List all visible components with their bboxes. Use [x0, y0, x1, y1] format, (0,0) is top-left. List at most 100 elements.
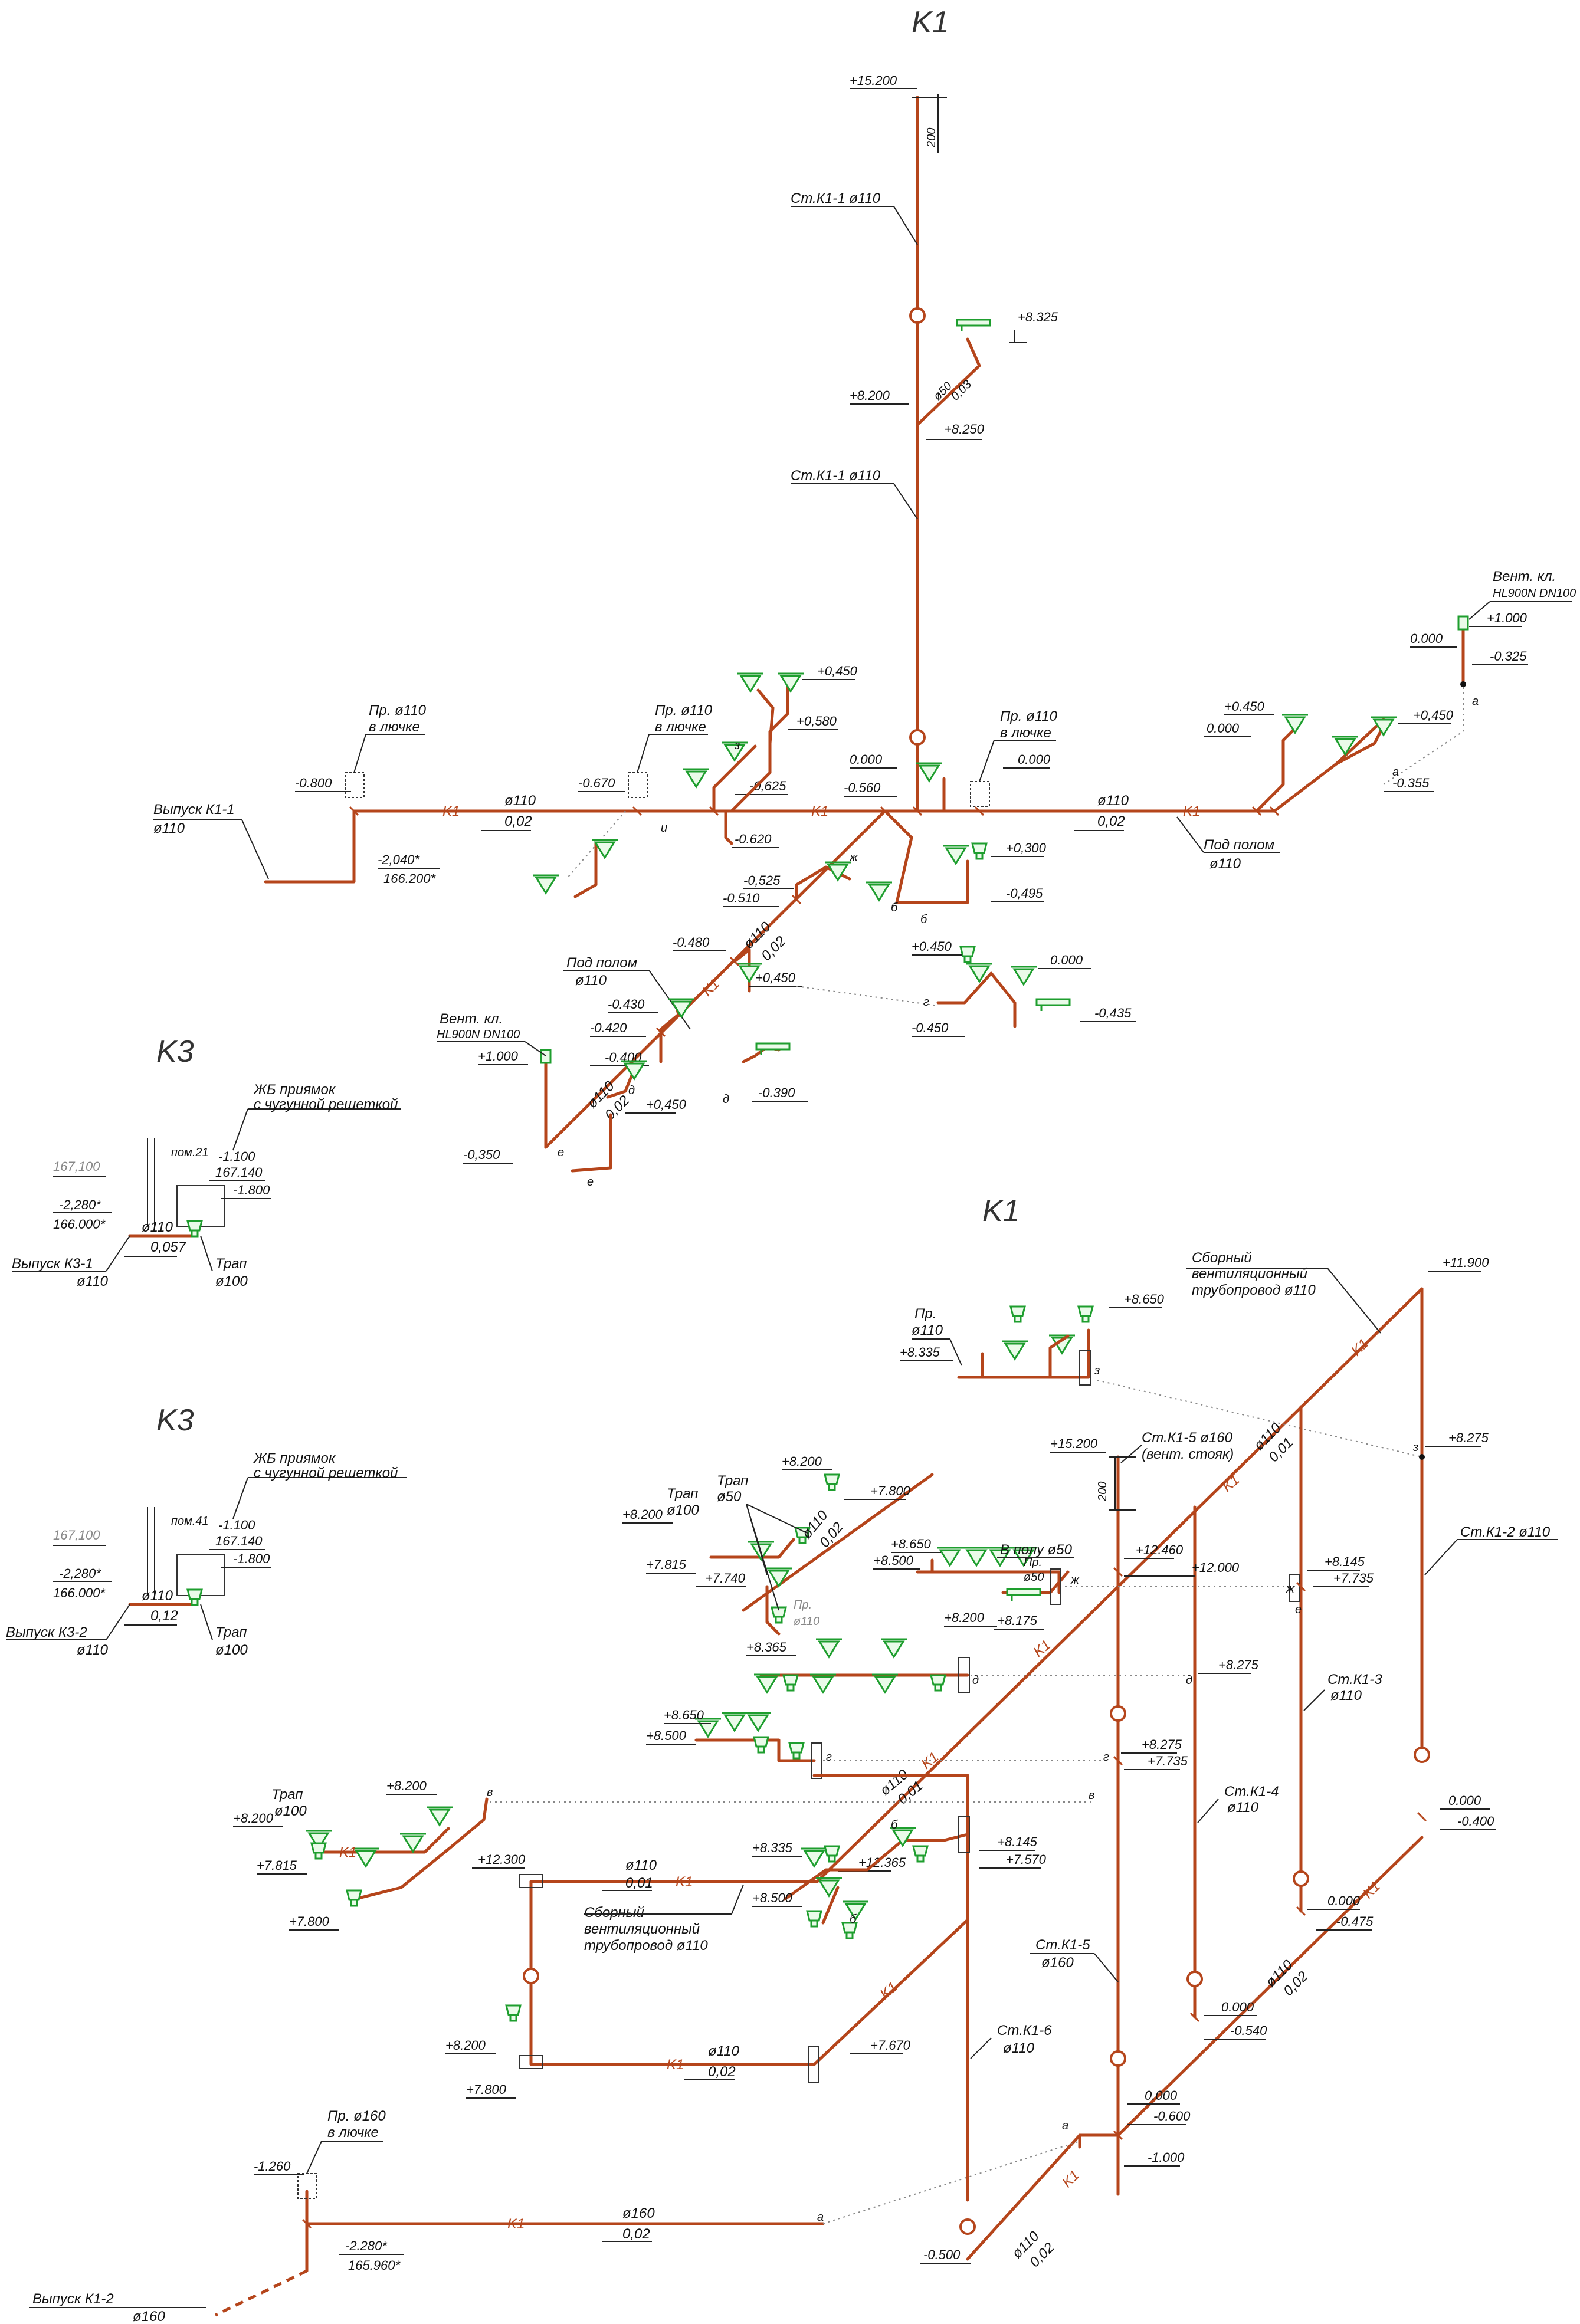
elev-7800-c: +7.800	[466, 2082, 507, 2097]
elev-m0325: -0.325	[1490, 649, 1527, 664]
elev-m0600: -0.600	[1153, 2109, 1191, 2123]
k3b-outlet: Выпуск К3-2	[6, 1624, 87, 1640]
elev-0580: +0,580	[796, 714, 837, 728]
elev-m0480: -0.480	[673, 935, 710, 950]
outlet-k1-1: Выпуск К1-1	[153, 802, 235, 818]
k1-b-e: K1	[339, 1844, 356, 1860]
elev-15200: +15.200	[1050, 1436, 1098, 1451]
k1-b-d: K1	[1220, 1472, 1243, 1495]
elev-0000-d: 0.000	[1410, 631, 1443, 646]
under-floor-a: Под полом	[1204, 837, 1274, 853]
k3a-pit-b: с чугунной решеткой	[254, 1097, 398, 1112]
elev-7740: +7.740	[705, 1571, 746, 1586]
k3b-e167140: 167.140	[215, 1534, 263, 1548]
vent-coll-2c: трубопровод ø110	[584, 1938, 708, 1954]
elev-8650-b: +8.650	[891, 1537, 932, 1551]
mark-a-top-2: а	[1392, 766, 1399, 779]
trap-c-d: ø100	[274, 1803, 307, 1819]
elev-m0500: -0.500	[923, 2247, 961, 2262]
mark-g-bot-2: г	[1103, 1751, 1109, 1764]
elev-12300: +12.300	[478, 1852, 526, 1867]
elev-m1260: -1.260	[254, 2159, 291, 2174]
cleanout-b: Пр.	[1024, 1556, 1042, 1569]
k1-b-k: K1	[507, 2216, 525, 2232]
elev-m0475: -0.475	[1336, 1914, 1374, 1929]
k3a-pit-a: ЖБ приямок	[253, 1082, 336, 1098]
st-k1-6-d: ø110	[1003, 2040, 1035, 2056]
k3a-slope: 0,057	[150, 1239, 187, 1255]
main-d-right: ø110	[1097, 793, 1129, 809]
elev-m1000: -1.000	[1148, 2150, 1185, 2165]
elev-7815-b: +7.815	[257, 1858, 297, 1873]
cleanout-a-d: ø110	[912, 1322, 943, 1338]
trap-b-d: ø50	[717, 1489, 742, 1505]
elev-8335-b: +8.335	[752, 1840, 793, 1855]
cleanout-b-d: ø50	[1024, 1571, 1044, 1584]
k1-b-f: K1	[676, 1874, 693, 1890]
cleanout-1-a: Пр. ø110	[369, 703, 427, 718]
cleanout-a: Пр.	[914, 1306, 936, 1322]
horiz-s-a: 0,01	[625, 1875, 653, 1891]
k3-block-b: ЖБ приямок с чугунной решеткой пом.41 16…	[6, 1450, 407, 1658]
elev-m0670: -0.670	[578, 776, 615, 790]
st-k1-5-vent-b: (вент. стояк)	[1142, 1446, 1234, 1462]
st-k1-5-vent-a: Ст.К1-5 ø160	[1142, 1430, 1233, 1446]
elev-m0510: -0.510	[723, 891, 760, 905]
under-floor-a-d: ø110	[1209, 856, 1241, 872]
elev-8200-a-bot: +8.200	[782, 1454, 822, 1469]
in-floor: В полу ø50	[1000, 1542, 1073, 1558]
trap-c-label: Трап	[271, 1787, 303, 1803]
elev-m0560: -0.560	[844, 780, 881, 795]
elev-m0390: -0.390	[758, 1085, 795, 1100]
cleanout-2-a: Пр. ø110	[655, 703, 713, 718]
elev-0000-b-bot: 0.000	[1327, 1893, 1361, 1908]
elev-0000-d-bot: 0.000	[1145, 2088, 1178, 2103]
elev-8250: +8.250	[944, 422, 985, 436]
horiz-s-b: 0,02	[708, 2064, 736, 2080]
mark-a-top: а	[1472, 695, 1479, 708]
title-k3-a: K3	[156, 1035, 194, 1069]
elev-8335-a: +8.335	[900, 1345, 940, 1360]
mark-zh-bot: ж	[1070, 1574, 1080, 1587]
elev-7815-a: +7.815	[646, 1557, 687, 1572]
k3b-trap: Трап	[215, 1624, 247, 1640]
mark-z-bot-2: з	[1412, 1441, 1418, 1454]
elev-11900: +11.900	[1443, 1255, 1489, 1270]
elev-m0525: -0,525	[743, 873, 781, 888]
outlet-k1-2: Выпуск К1-2	[32, 2291, 114, 2307]
mark-i-top: и	[661, 822, 667, 835]
st-k1-4: Ст.К1-4	[1224, 1784, 1279, 1800]
k1-label-b: K1	[811, 803, 828, 819]
k3a-room: пом.21	[171, 1146, 209, 1159]
cleanout-d-b: в лючке	[327, 2125, 379, 2141]
vent2-label-b: HL900N DN100	[437, 1028, 520, 1041]
k3a-e167140: 167.140	[215, 1165, 263, 1180]
elev-0000-b: 0.000	[1018, 752, 1051, 767]
elev-0450-f: +0,450	[646, 1097, 687, 1112]
elev-m0430: -0.430	[608, 997, 645, 1012]
elev-8175: +8.175	[997, 1613, 1038, 1628]
slope-003: 0,03	[949, 378, 974, 403]
mark-d-top: д	[723, 1093, 729, 1106]
vent-coll-2a: Сборный	[584, 1905, 644, 1921]
elev-m0620: -0.620	[735, 832, 772, 846]
elev-0000-c-bot: 0.000	[1221, 2000, 1254, 2014]
main-s-bot: 0,02	[622, 2226, 650, 2242]
elev-8145-a: +8.145	[1325, 1554, 1365, 1569]
k3a-trap: Трап	[215, 1256, 247, 1272]
k3b-d110: ø110	[142, 1588, 173, 1604]
k3a-outlet-d: ø110	[77, 1273, 109, 1289]
k1-label-a: K1	[442, 803, 460, 819]
elev-7800-a: +7.800	[870, 1483, 911, 1498]
mark-z-bot: з	[1094, 1364, 1100, 1377]
elev-0000-e: 0.000	[1050, 953, 1083, 967]
cleanout-1-b: в лючке	[369, 719, 420, 735]
elev-0450-e: +0.450	[912, 939, 952, 954]
elev-8200-c: +8.200	[944, 1610, 985, 1625]
mark-v-bot-2: в	[1089, 1789, 1094, 1802]
elev-8200-f: +8.200	[445, 2038, 486, 2053]
elev-0300: +0,300	[1006, 841, 1047, 855]
k3b-e1100: -1.100	[218, 1518, 255, 1532]
mark-zh-bot-2: ж	[1286, 1583, 1295, 1596]
elev-0450-a: +0,450	[817, 664, 858, 678]
